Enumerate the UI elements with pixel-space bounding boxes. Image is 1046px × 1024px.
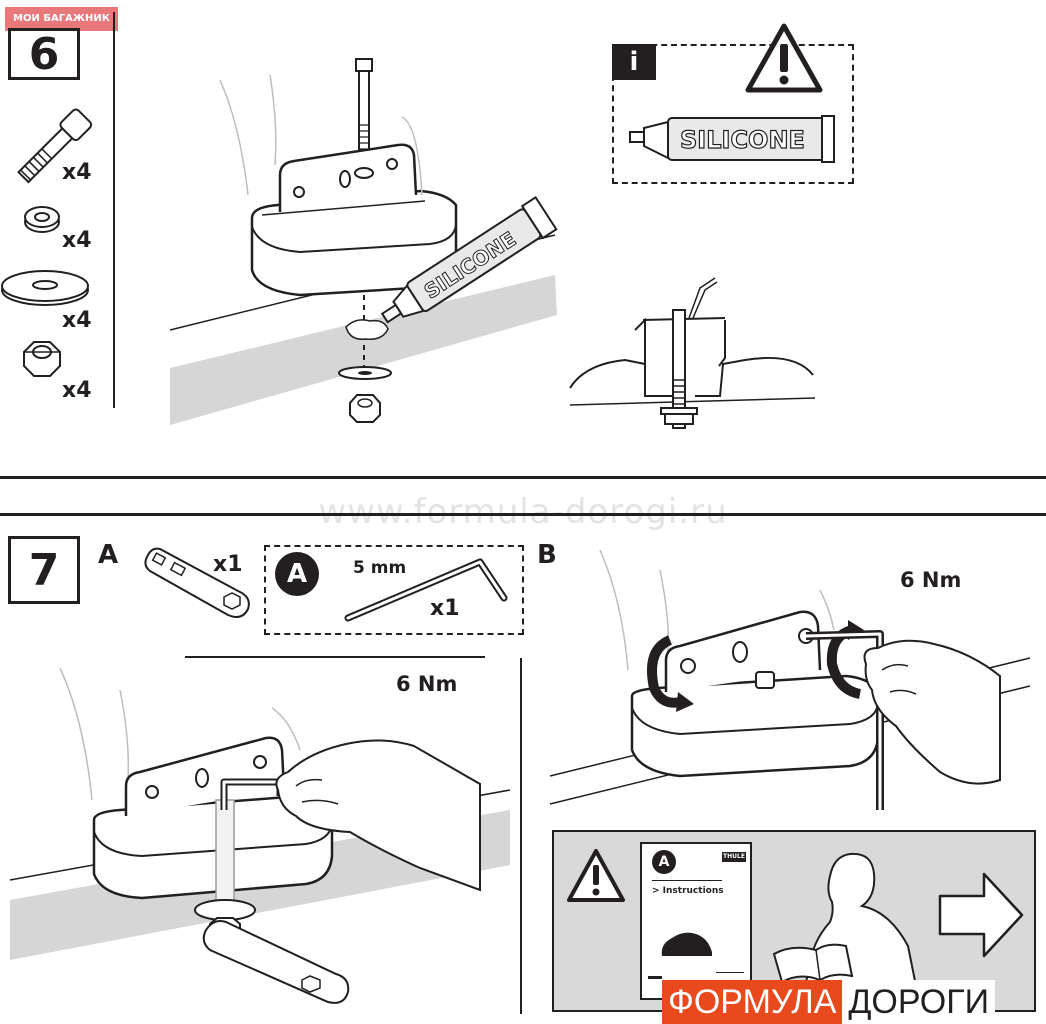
tool-box-badge-text: A — [286, 559, 308, 589]
step-7-column-divider — [520, 658, 522, 1014]
cross-section-detail — [569, 277, 816, 429]
manual-booklet-badge: A — [652, 850, 676, 874]
flat-wrench-qty: x1 — [213, 552, 243, 577]
step-7-number: 7 — [8, 536, 80, 604]
manual-warning-icon — [567, 849, 625, 902]
info-label-box: i — [612, 44, 656, 80]
brand-logo: ФОРМУЛА ДОРОГИ — [662, 980, 996, 1024]
bolt-qty: x4 — [62, 160, 92, 185]
reading-person-icon — [772, 852, 922, 1007]
step-7a-header-line — [185, 656, 485, 658]
tool-box-qty: x1 — [430, 596, 460, 621]
manual-footer-rule — [716, 972, 744, 973]
tool-box — [264, 545, 524, 635]
manual-booklet-badge-text: A — [658, 854, 670, 870]
warning-triangle-icon — [745, 23, 823, 93]
step-7b-tightening-illustration — [549, 549, 1031, 810]
brand-logo-part1-box: ФОРМУЛА — [662, 980, 843, 1024]
step-7-label-b: B — [537, 540, 557, 570]
manual-brand-text: THULE — [723, 853, 745, 860]
step-6-number: 6 — [8, 28, 80, 80]
info-label-text: i — [629, 47, 639, 77]
tool-box-badge: A — [275, 552, 319, 596]
step-6-assembly-illustration: SILICONE — [169, 58, 558, 425]
brand-logo-part2-box: ДОРОГИ — [842, 980, 996, 1024]
step-7-number-text: 7 — [28, 544, 60, 596]
brand-logo-part2: ДОРОГИ — [848, 983, 990, 1021]
manual-brand: THULE — [722, 852, 746, 862]
washer-large-icon — [1, 270, 89, 306]
nut-icon — [23, 341, 61, 377]
step-7-label-a: A — [98, 540, 119, 570]
site-badge-text: МОИ БАГАЖНИК — [13, 13, 110, 24]
manual-foot-icon — [661, 932, 712, 956]
next-arrow-icon — [938, 872, 1024, 958]
silicone-tube-icon: SILICONE — [629, 115, 835, 163]
watermark: www.formula-dorogi.ru — [318, 492, 728, 532]
nut-qty: x4 — [62, 378, 92, 403]
washer-small-qty: x4 — [62, 228, 92, 253]
manual-footer-bar — [648, 976, 662, 979]
step-7a-tightening-illustration — [9, 667, 511, 1004]
washer-small-icon — [24, 206, 60, 233]
flat-wrench-icon — [144, 547, 250, 618]
torque-b: 6 Nm — [900, 568, 962, 592]
site-badge: МОИ БАГАЖНИК — [5, 7, 118, 31]
tool-box-size: 5 mm — [353, 558, 407, 578]
step-divider-top — [0, 476, 1046, 479]
brand-logo-part1: ФОРМУЛА — [668, 983, 837, 1021]
step-divider-bottom — [0, 513, 1046, 516]
info-box-tube-label: SILICONE — [680, 126, 805, 154]
manual-title: > Instructions — [652, 886, 724, 896]
hex-key-icon — [344, 558, 508, 622]
manual-title-rule — [652, 880, 722, 881]
torque-a: 6 Nm — [396, 672, 458, 696]
info-box — [612, 44, 854, 184]
bolt-icon — [17, 108, 93, 184]
step-6-parts-divider — [113, 12, 115, 408]
step-6-number-text: 6 — [28, 28, 60, 80]
washer-large-qty: x4 — [62, 308, 92, 333]
